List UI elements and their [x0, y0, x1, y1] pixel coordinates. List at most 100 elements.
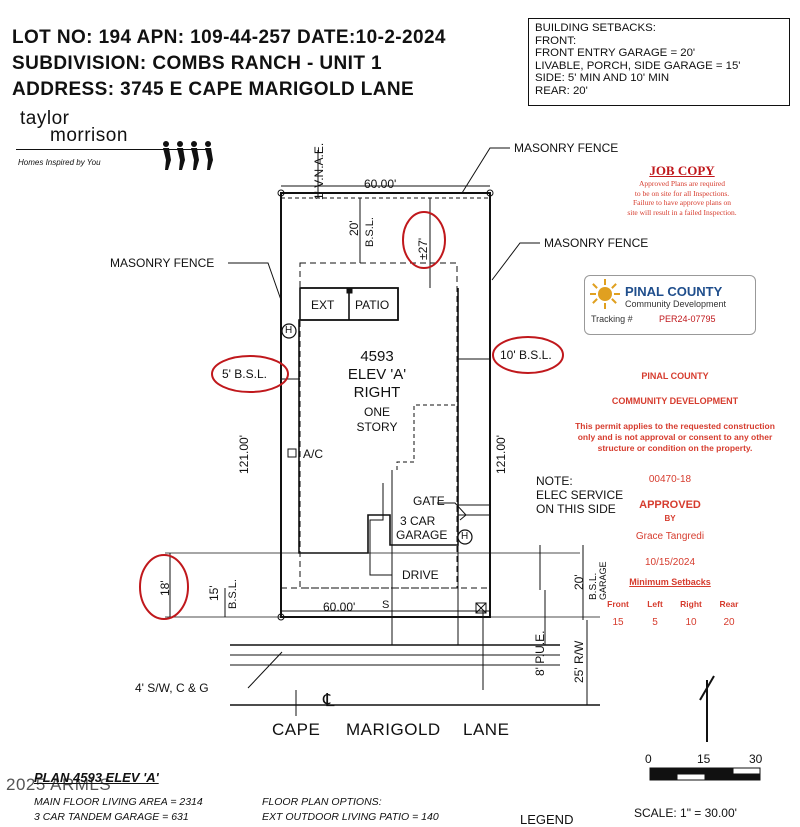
stamp-line-4: site will result in a failed Inspection.	[627, 207, 737, 217]
approval-dept: COMMUNITY DEVELOPMENT	[611, 396, 739, 406]
masonry-fence-left-label: MASONRY FENCE	[110, 256, 215, 270]
living-area: MAIN FLOOR LIVING AREA = 2314	[34, 796, 203, 808]
floor-plan-options: FLOOR PLAN OPTIONS:	[262, 796, 382, 808]
logo-word-morrison: morrison	[50, 125, 128, 146]
orientation-label: RIGHT	[353, 384, 401, 401]
rear-setback-20: 20'	[347, 220, 361, 236]
sidewalk-leader	[247, 651, 283, 689]
setback-col-right: Right	[680, 599, 702, 609]
pinal-dept: Community Development	[625, 299, 727, 309]
scale-tick-15: 15	[697, 752, 711, 766]
lot-depth-right: 121.00'	[494, 435, 508, 474]
stamp-line-1: Approved Plans are required	[638, 179, 725, 188]
approval-by: BY	[664, 514, 676, 523]
red-circle-left-bsl	[211, 355, 289, 393]
garage-area: 3 CAR TANDEM GARAGE = 631	[34, 811, 189, 823]
gate-leader	[437, 502, 467, 521]
logo-word-taylor: taylor	[20, 108, 70, 129]
drive-label: DRIVE	[402, 568, 439, 582]
interior-dashed	[396, 404, 455, 470]
garage-label-1: 3 CAR	[400, 514, 436, 528]
stamp-line-2: to be on site for all Inspections.	[634, 188, 730, 198]
vnae-label: 1' V.N.A.E.	[312, 142, 326, 200]
hose-bib-marker	[281, 323, 297, 339]
hose-bib-marker	[457, 529, 473, 545]
approval-number: 00470-18	[648, 474, 692, 485]
hose-bib-label: H	[285, 325, 293, 336]
sun-logo-icon	[590, 279, 620, 309]
right-bsl-label: 10' B.S.L.	[500, 348, 552, 362]
fence-leader-right	[491, 242, 540, 281]
elec-box-x2	[475, 602, 487, 614]
red-circle-18	[139, 554, 189, 620]
job-copy-stamp: JOB COPY Approved Plans are required to …	[617, 163, 747, 217]
scale-bar	[649, 767, 761, 781]
patio-area: EXT OUTDOOR LIVING PATIO = 140	[262, 811, 439, 823]
plan-number: 4593	[360, 348, 394, 365]
approval-county: PINAL COUNTY	[641, 371, 709, 381]
pinal-county-badge: PINAL COUNTY Community Development Track…	[584, 275, 756, 335]
patio-post	[346, 287, 353, 294]
building-setbacks-box: BUILDING SETBACKS: FRONT: FRONT ENTRY GA…	[528, 18, 790, 106]
fence-leader-left	[228, 262, 282, 301]
patio-label: PATIO	[355, 298, 390, 312]
gate-box	[457, 504, 491, 516]
elec-note: NOTE: ELEC SERVICE ON THIS SIDE	[536, 474, 623, 516]
masonry-fence-top-label: MASONRY FENCE	[514, 141, 619, 155]
tracking-number: PER24-07795	[659, 314, 716, 324]
north-arrow-icon	[699, 675, 715, 742]
fence-leader-top	[461, 147, 510, 194]
garage-outline	[369, 483, 392, 576]
lot-depth-left: 121.00'	[237, 435, 251, 474]
lot-info-line: LOT NO: 194 APN: 109-44-257 DATE:10-2-20…	[12, 27, 446, 48]
rear-27-label: ±27'	[416, 237, 430, 260]
tracking-label: Tracking #	[591, 314, 633, 324]
ext-label: EXT	[311, 298, 335, 312]
armls-watermark: 2025 ARMLS	[6, 775, 112, 794]
setbacks-livable: LIVABLE, PORCH, SIDE GARAGE = 15'	[535, 59, 741, 72]
story-label-1: ONE	[363, 405, 390, 419]
setback-col-left: Left	[647, 599, 663, 609]
address-line: ADDRESS: 3745 E CAPE MARIGOLD LANE	[12, 79, 415, 100]
setback-col-rear: Rear	[719, 599, 739, 609]
scale-tick-30: 30	[749, 752, 763, 766]
setbacks-title: BUILDING SETBACKS:	[535, 22, 656, 34]
garage-setback-20: 20'	[572, 574, 586, 590]
elec-box	[475, 602, 487, 614]
scale-tick-0: 0	[645, 752, 652, 766]
rear-bsl-label: B.S.L.	[364, 217, 376, 247]
story-label-2: STORY	[356, 420, 398, 434]
approval-text-3: structure or condition on the property.	[597, 443, 753, 453]
setback-val-right: 10	[685, 617, 697, 628]
note-line-1: ELEC SERVICE	[536, 488, 624, 502]
subdivision-line: SUBDIVISION: COMBS RANCH - UNIT 1	[12, 53, 382, 74]
building-envelope	[299, 262, 458, 589]
front-18-label: 18'	[158, 580, 172, 596]
red-circle-27	[402, 211, 446, 269]
front-setback-15: 15'	[207, 585, 221, 601]
centerline-icon: ℄	[323, 690, 335, 710]
setbacks-front: FRONT:	[535, 34, 577, 47]
approval-date: 10/15/2024	[644, 557, 696, 568]
red-circle-right-bsl	[492, 336, 564, 374]
setbacks-rear: REAR: 20'	[535, 84, 588, 97]
ac-label: A/C	[303, 447, 324, 461]
gate-label: GATE	[413, 494, 445, 508]
stamp-title: JOB COPY	[649, 163, 715, 178]
elevation-label: ELEV 'A'	[347, 366, 407, 383]
lot-width-top: 60.00'	[364, 177, 397, 191]
street-name-cape: CAPE	[272, 720, 321, 739]
masonry-fence-right-label: MASONRY FENCE	[544, 236, 649, 250]
approval-block: PINAL COUNTY COMMUNITY DEVELOPMENT This …	[560, 370, 790, 454]
stamp-line-3: Failure to have approve plans on	[632, 198, 732, 207]
plan-title: PLAN 4593 ELEV 'A'	[34, 770, 159, 785]
setbacks-front-detail: FRONT ENTRY GARAGE = 20'	[535, 47, 696, 60]
setback-val-front: 15	[612, 617, 624, 628]
s-mark: S	[382, 599, 390, 611]
approval-text-1: This permit applies to the requested con…	[575, 421, 775, 431]
note-heading: NOTE:	[536, 474, 573, 488]
front-bsl-label: B.S.L.	[227, 579, 239, 609]
garage-label-2: GARAGE	[396, 528, 448, 542]
street-name-marigold: MARIGOLD	[346, 720, 441, 739]
scale-text: SCALE: 1" = 30.00'	[634, 806, 737, 820]
